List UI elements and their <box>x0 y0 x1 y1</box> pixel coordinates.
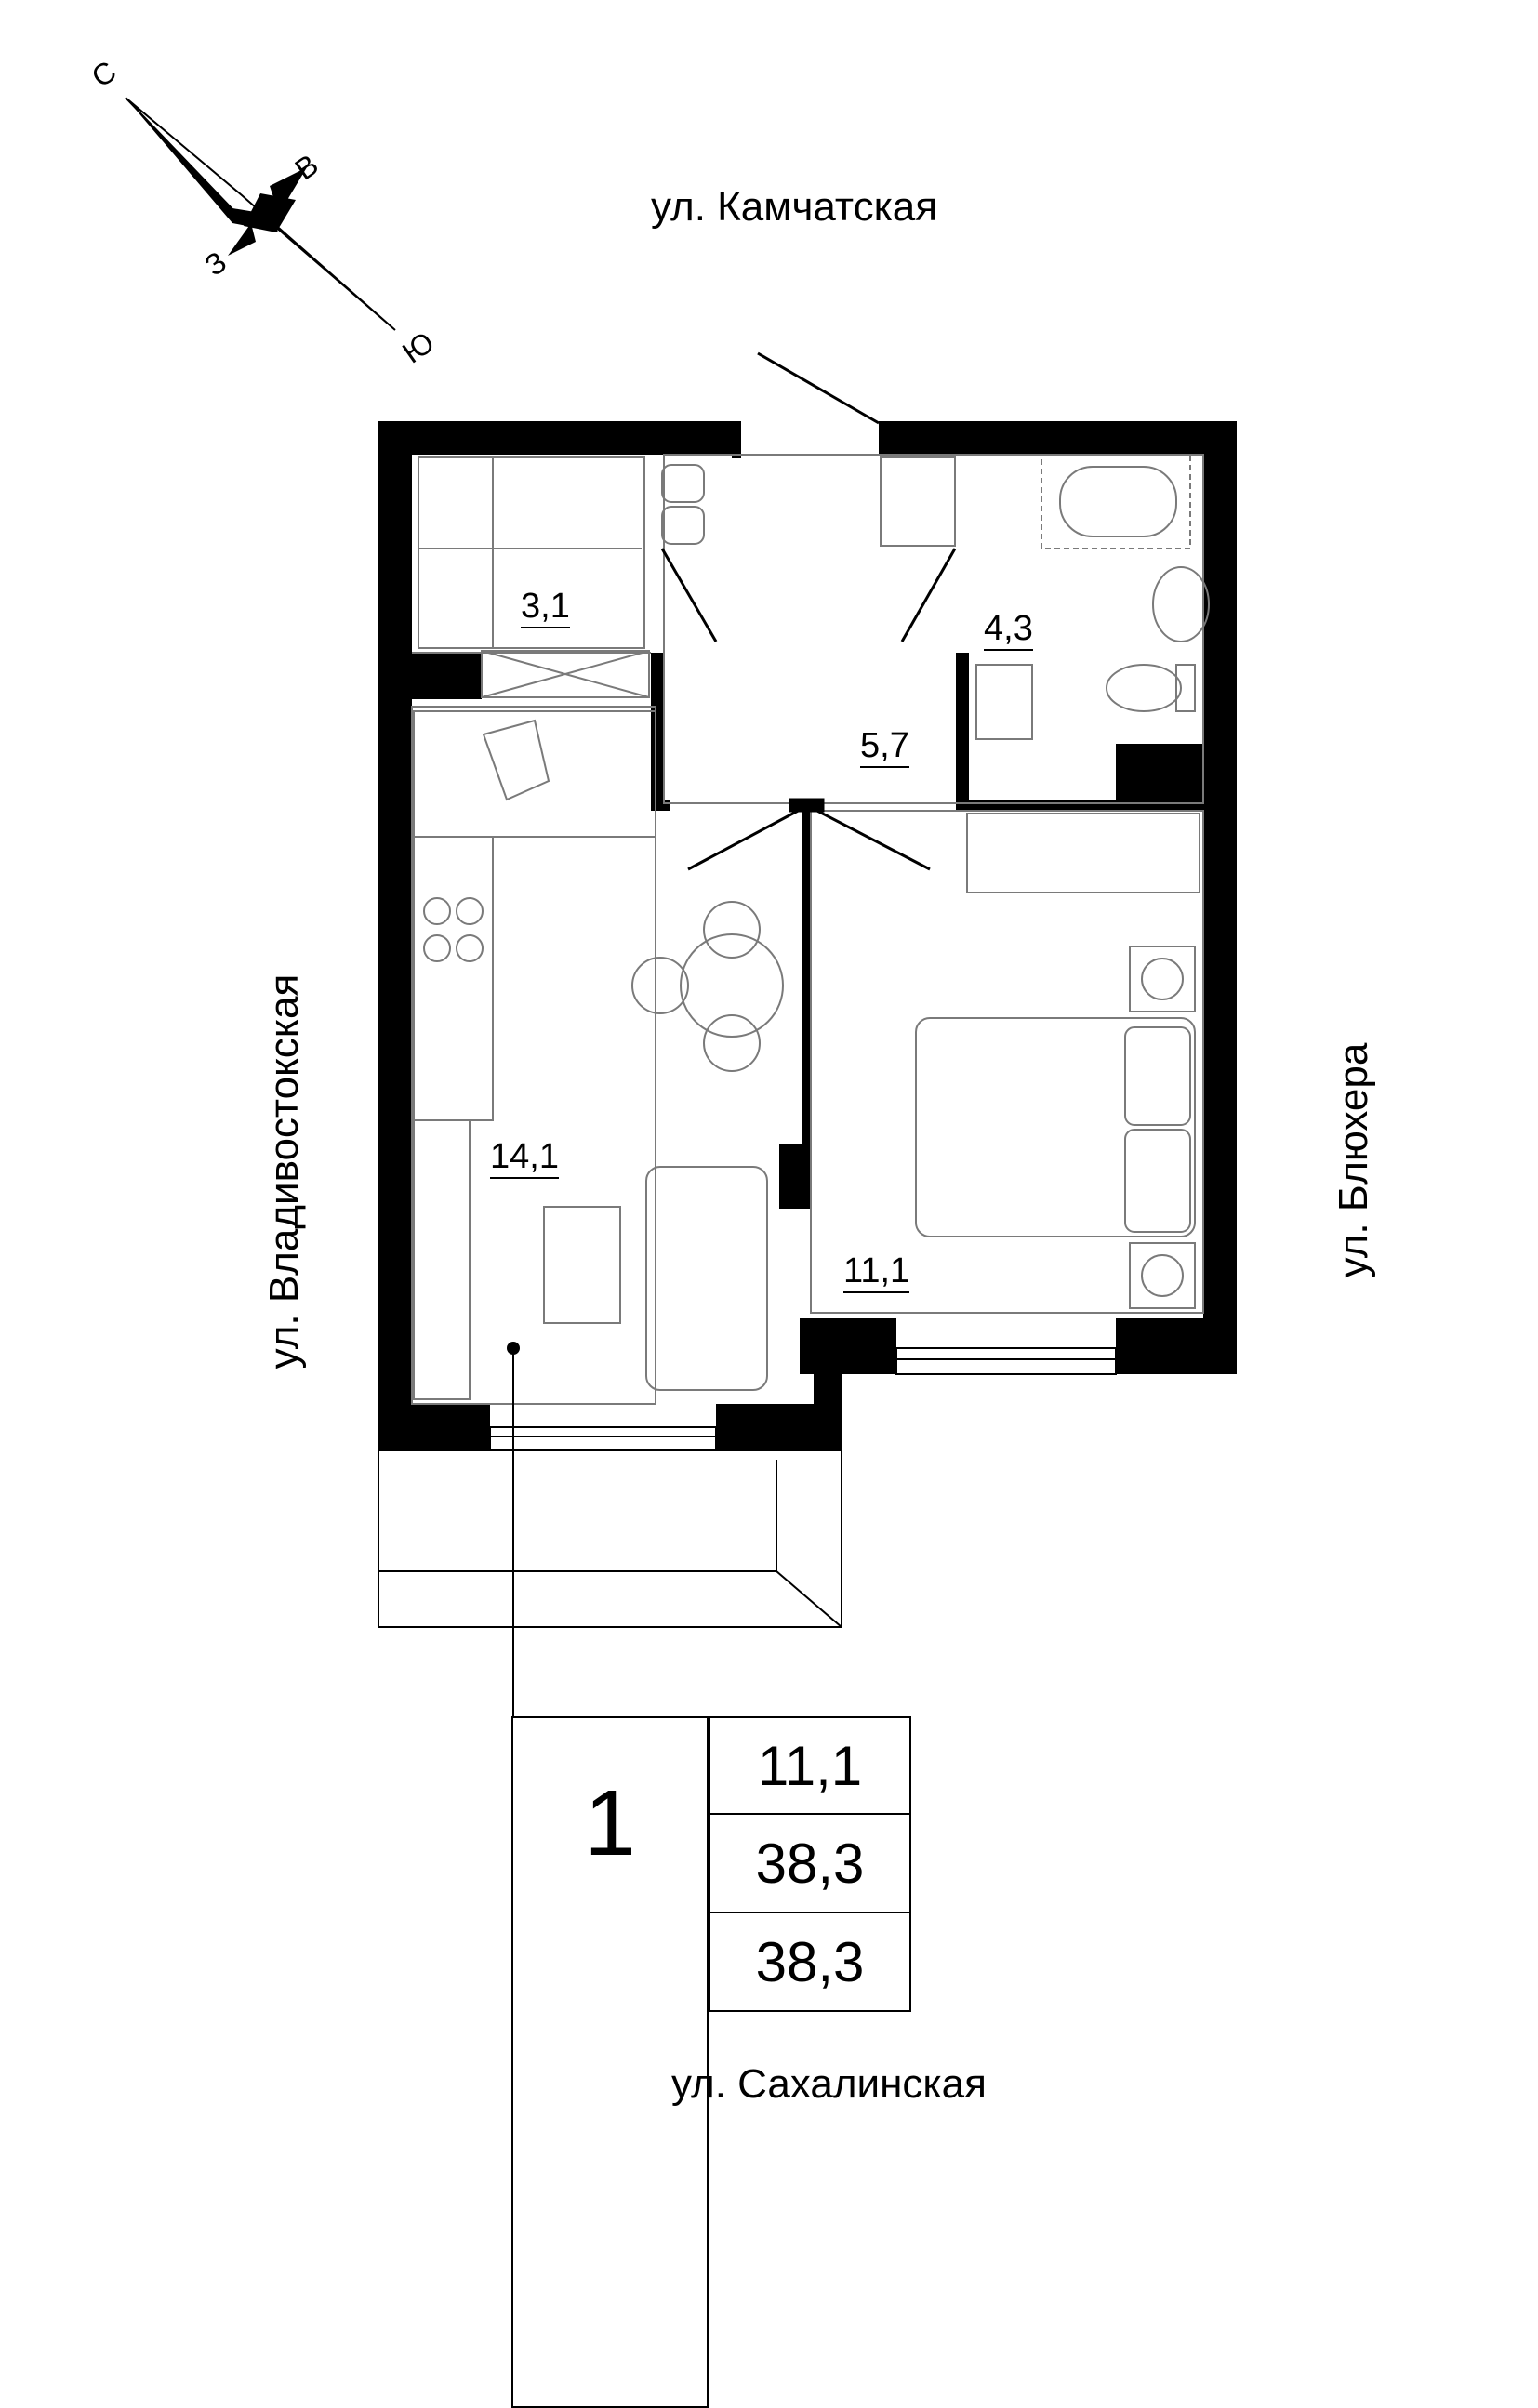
room-area-kitchen-living: 14,1 <box>490 1139 559 1179</box>
windows <box>489 1347 1117 1451</box>
floor-plan <box>125 97 1237 1716</box>
room-area-bathroom: 4,3 <box>984 611 1033 651</box>
street-label-left: ул. Владивостокская <box>261 973 307 1369</box>
door-swings <box>660 351 957 871</box>
rooms-count: 1 <box>584 1771 636 1875</box>
room-area-bedroom: 11,1 <box>843 1253 910 1293</box>
kitchen-fixtures <box>413 710 784 1400</box>
street-label-top: ул. Камчатская <box>651 184 938 230</box>
storage-shelves <box>418 456 956 698</box>
street-label-right: ул. Блюхера <box>1331 1042 1376 1278</box>
walls <box>378 421 1237 1450</box>
room-area-hall: 5,7 <box>860 728 909 768</box>
compass-rose-icon <box>125 97 396 331</box>
street-label-bottom: ул. Сахалинская <box>671 2061 987 2107</box>
bathroom-fixtures <box>975 455 1210 740</box>
bedroom-furniture <box>915 813 1200 1309</box>
interior-lines <box>411 454 1204 1405</box>
room-area-storage: 3,1 <box>521 589 570 628</box>
summary-living-area: 11,1 <box>709 1716 911 1815</box>
balcony <box>378 1449 842 1628</box>
summary-total-area-with-balcony: 38,3 <box>709 1913 911 2012</box>
summary-total-area: 38,3 <box>709 1815 911 1913</box>
leader-line <box>507 1342 520 1716</box>
